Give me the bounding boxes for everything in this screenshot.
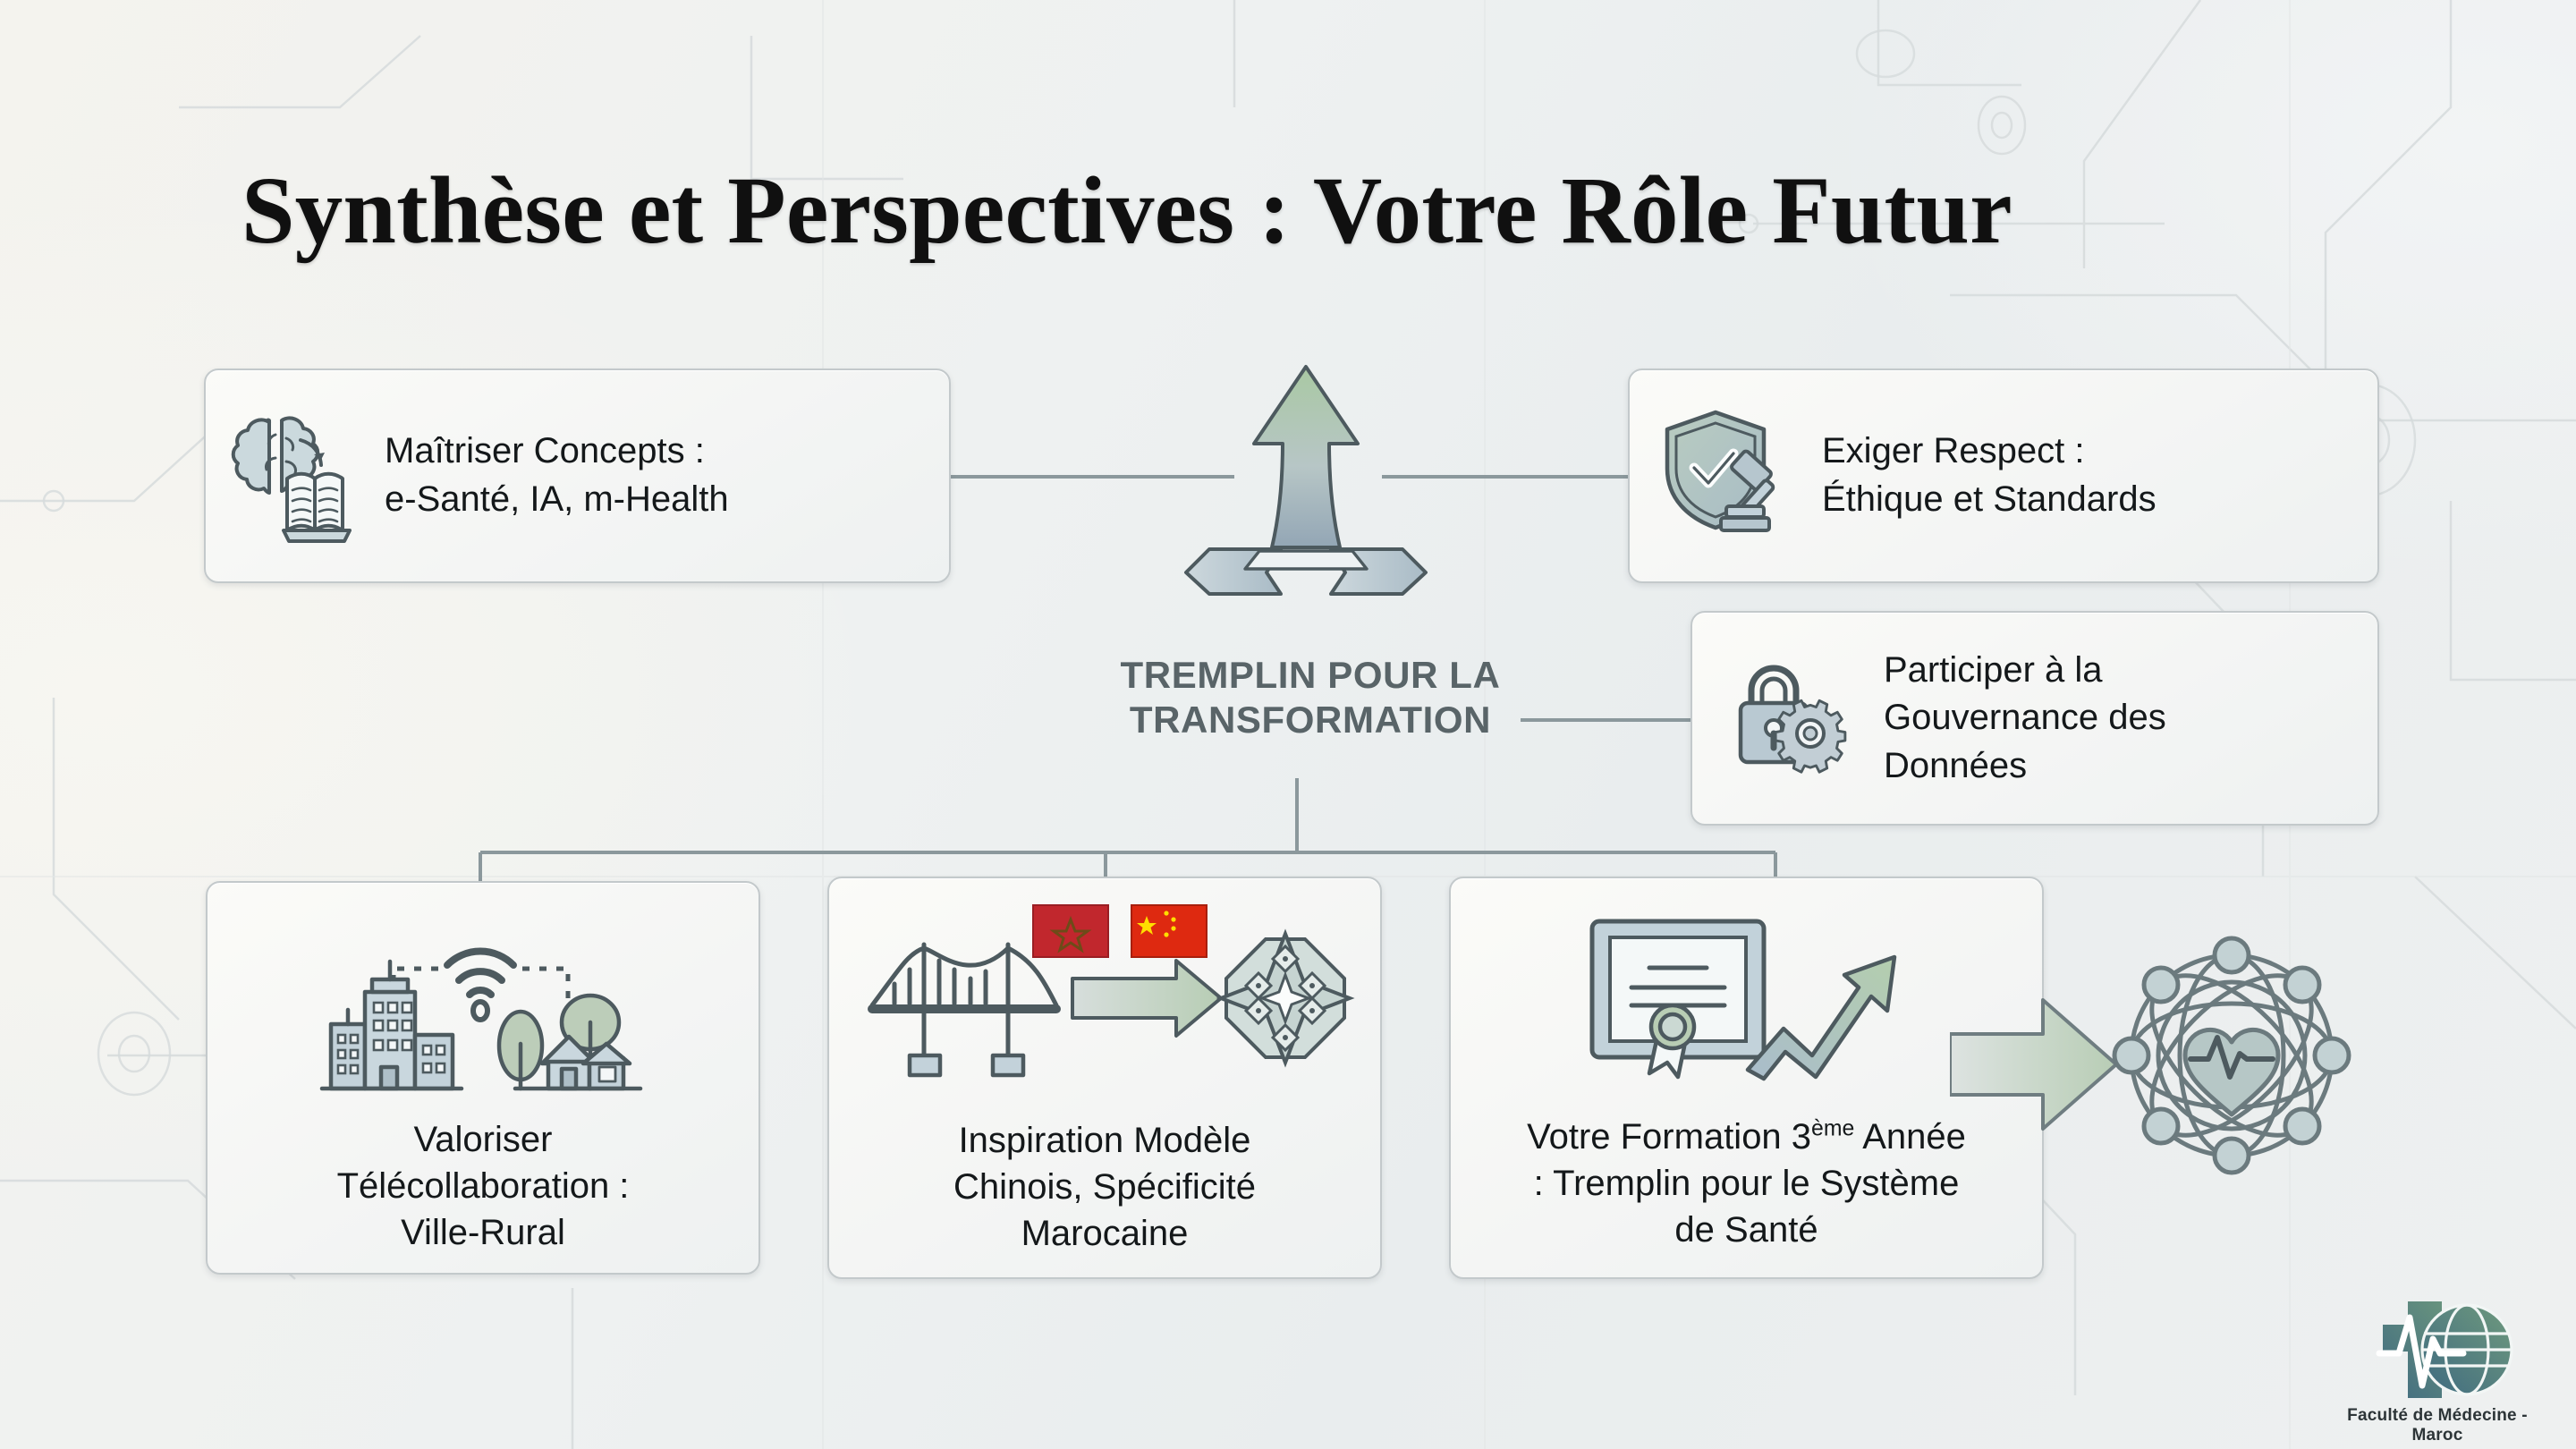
faculty-logo: Faculté de Médecine - Maroc (2326, 1301, 2549, 1445)
card-concepts-line1: Maîtriser Concepts : (385, 431, 705, 471)
china-flag-icon (1131, 904, 1208, 958)
brain-book-icon (231, 402, 365, 550)
card-formation-text: Votre Formation 3ème Année : Tremplin po… (1527, 1114, 1966, 1253)
card-formation-line1: Votre Formation 3ème Année (1527, 1114, 1966, 1160)
hub-label-line2: TRANSFORMATION (1129, 699, 1492, 741)
card-inspiration-modele-chinois[interactable]: Inspiration Modèle Chinois, Spécificité … (827, 877, 1382, 1279)
card-telecollab-line1: Valoriser (413, 1120, 553, 1159)
card-inspiration-line1: Inspiration Modèle (958, 1121, 1251, 1160)
card-formation-line2: : Tremplin pour le Système (1533, 1164, 1960, 1203)
hub-label-line1: TREMPLIN POUR LA (1120, 654, 1501, 696)
global-health-network-icon (2112, 936, 2351, 1175)
card-telecollab-text: Valoriser Télécollaboration : Ville-Rura… (337, 1116, 630, 1256)
card-ethics-line1: Exiger Respect : (1822, 431, 2085, 471)
card-concepts-line2: e-Santé, IA, m-Health (385, 479, 729, 519)
card-formation-line1-a: Votre Formation 3 (1527, 1117, 1812, 1157)
card-inspiration-line3: Marocaine (1021, 1214, 1189, 1253)
tremplin-arrow-icon (1184, 365, 1428, 596)
card-valoriser-telecollaboration[interactable]: Valoriser Télécollaboration : Ville-Rura… (206, 881, 760, 1275)
shield-check-gavel-icon (1655, 400, 1802, 552)
card-inspiration-line2: Chinois, Spécificité (953, 1167, 1256, 1207)
card-formation-line3: de Santé (1674, 1210, 1818, 1250)
faculty-logo-caption: Faculté de Médecine - Maroc (2347, 1406, 2528, 1445)
card-ethics-line2: Éthique et Standards (1822, 479, 2157, 519)
card-maitriser-concepts[interactable]: Maîtriser Concepts : e-Santé, IA, m-Heal… (204, 369, 951, 583)
outcome-arrow-icon (1950, 998, 2118, 1131)
card-gouvernance-donnees[interactable]: Participer à la Gouvernance des Données (1690, 611, 2379, 826)
card-inspiration-text: Inspiration Modèle Chinois, Spécificité … (953, 1117, 1256, 1257)
card-exiger-respect[interactable]: Exiger Respect : Éthique et Standards (1628, 369, 2379, 583)
card-governance-text: Participer à la Gouvernance des Données (1884, 647, 2166, 791)
card-ethics-text: Exiger Respect : Éthique et Standards (1822, 428, 2157, 523)
medical-cross-globe-pulse-icon (2376, 1301, 2513, 1398)
hub-label: TREMPLIN POUR LA TRANSFORMATION (1060, 653, 1561, 743)
lock-gear-icon (1724, 649, 1859, 788)
card-concepts-text: Maîtriser Concepts : e-Santé, IA, m-Heal… (385, 428, 729, 523)
morocco-flag-icon (1032, 904, 1109, 958)
bridge-flags-star-icon (854, 898, 1355, 1108)
card-governance-line2: Gouvernance des (1884, 698, 2166, 738)
card-governance-line1: Participer à la (1884, 649, 2103, 690)
card-votre-formation[interactable]: Votre Formation 3ème Année : Tremplin po… (1449, 877, 2044, 1279)
diploma-growth-icon (1572, 902, 1921, 1103)
city-wifi-rural-icon (295, 910, 671, 1102)
card-formation-ordinal: ème (1811, 1116, 1855, 1141)
slide-title: Synthèse et Perspectives : Votre Rôle Fu… (242, 158, 2012, 264)
card-telecollab-line2: Télécollaboration : (336, 1166, 630, 1206)
card-telecollab-line3: Ville-Rural (401, 1213, 565, 1252)
card-governance-line3: Données (1884, 745, 2028, 785)
card-formation-line1-b: Année (1854, 1117, 1966, 1157)
